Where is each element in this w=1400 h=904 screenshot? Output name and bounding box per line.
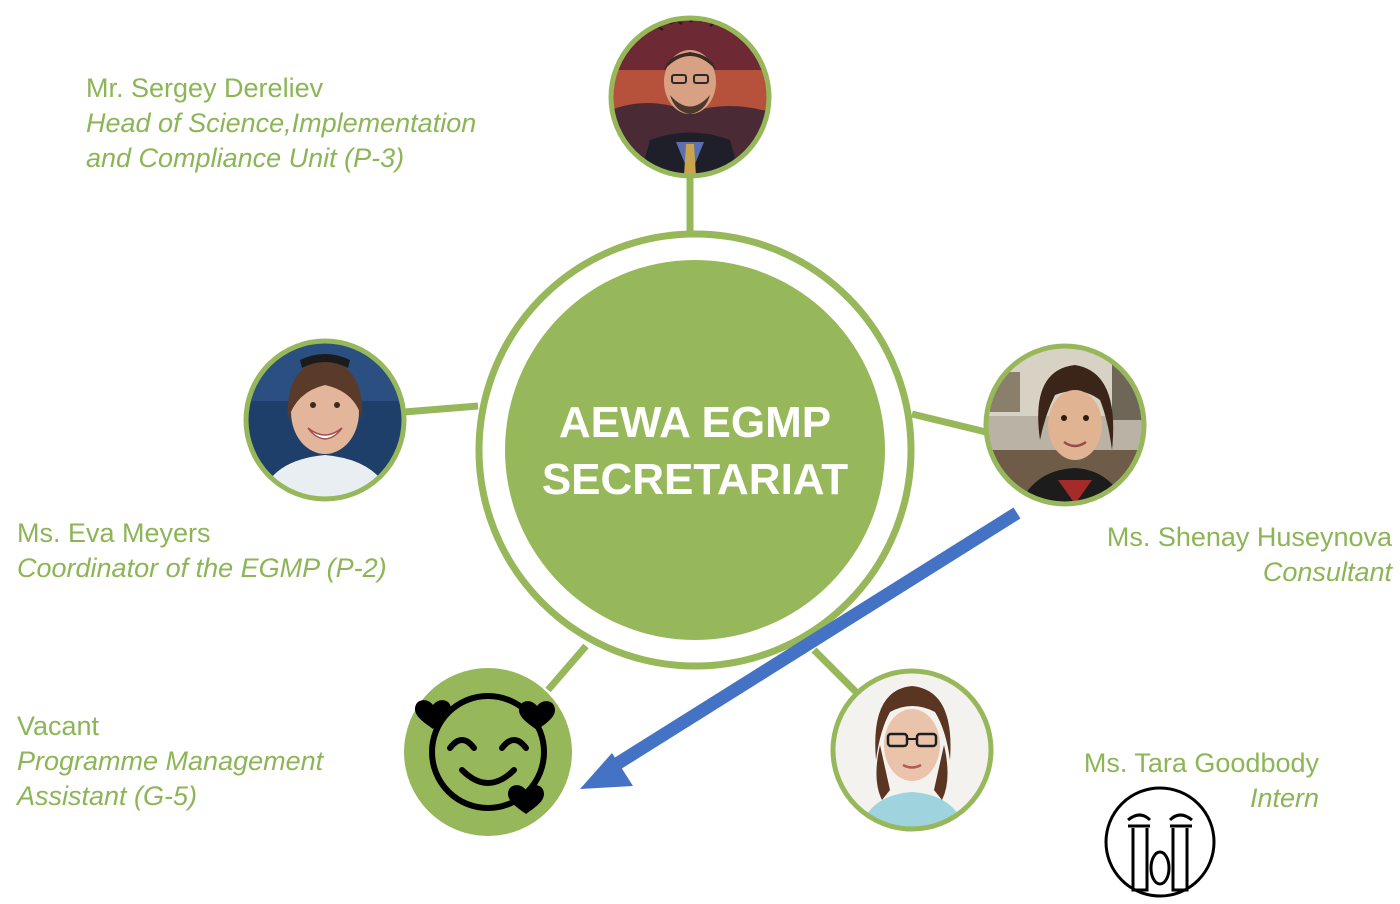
member-name: Mr. Sergey Dereliev [86, 73, 324, 103]
member-tara-label: Ms. Tara Goodbody Intern [1084, 746, 1319, 816]
member-name: Ms. Eva Meyers [17, 518, 211, 548]
member-role: and Compliance Unit (P-3) [86, 143, 405, 173]
connector-eva [403, 402, 479, 416]
center-title-line2: SECRETARIAT [542, 455, 848, 504]
eva-portrait[interactable] [243, 338, 407, 502]
sergey-portrait[interactable] [608, 15, 772, 179]
connector-tara [811, 647, 861, 697]
connector-vacant [545, 643, 589, 693]
heart-icon [519, 701, 555, 730]
connectors [403, 176, 987, 697]
member-role: Consultant [1262, 557, 1392, 587]
member-role: Intern [1249, 783, 1319, 813]
member-sergey-label: Mr. Sergey Dereliev Head of Science,Impl… [86, 71, 476, 176]
member-role: Programme Management [17, 746, 324, 776]
member-name: Vacant [17, 711, 100, 741]
loudly-crying-face-icon [1104, 786, 1216, 898]
heart-icon [415, 700, 451, 729]
member-name: Ms. Shenay Huseynova [1106, 522, 1392, 552]
connector-shenay [911, 410, 987, 436]
member-eva-label: Ms. Eva Meyers Coordinator of the EGMP (… [17, 516, 387, 586]
center-title-line1: AEWA EGMP [559, 398, 831, 447]
member-vacant-label: Vacant Programme Management Assistant (G… [17, 709, 323, 814]
smiling-face-with-hearts-icon[interactable] [404, 668, 572, 836]
member-role: Head of Science,Implementation [86, 108, 477, 138]
member-role: Assistant (G-5) [17, 781, 198, 811]
member-name: Ms. Tara Goodbody [1083, 748, 1319, 778]
heart-icon [508, 785, 544, 814]
center-inner-circle [505, 260, 885, 640]
tara-portrait[interactable] [830, 668, 994, 832]
center-node: AEWA EGMP SECRETARIAT [475, 230, 915, 670]
shenay-portrait[interactable] [983, 343, 1147, 507]
member-role: Coordinator of the EGMP (P-2) [17, 553, 387, 583]
blue-arrow-icon [580, 507, 1021, 789]
member-shenay-label: Ms. Shenay Huseynova Consultant [1107, 520, 1392, 590]
